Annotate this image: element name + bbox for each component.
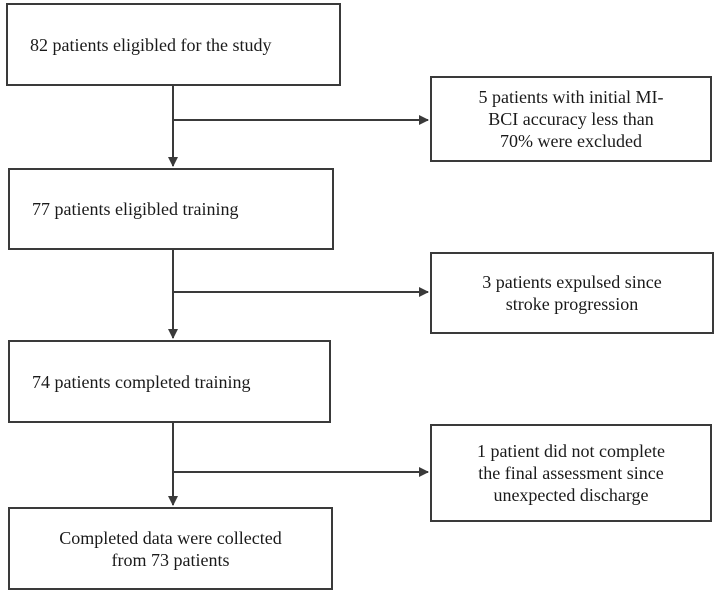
step-box-eligible-training: 77 patients eligibled training [8, 168, 334, 250]
exclusion-text: stroke progression [505, 294, 639, 314]
step-text: 74 patients completed training [32, 371, 251, 392]
exclusion-text: BCI accuracy less than [488, 109, 654, 129]
exclusion-text: 3 patients expulsed since [482, 272, 662, 292]
exclusion-box-accuracy: 5 patients with initial MI- BCI accuracy… [430, 76, 712, 162]
step-box-data-collected: Completed data were collected from 73 pa… [8, 507, 333, 590]
step-text: Completed data were collected [59, 527, 282, 548]
exclusion-box-stroke: 3 patients expulsed since stroke progres… [430, 252, 714, 334]
exclusion-text: 5 patients with initial MI- [478, 87, 664, 107]
exclusion-text: unexpected discharge [493, 485, 649, 505]
step-box-eligible-study: 82 patients eligibled for the study [6, 3, 341, 86]
exclusion-text: 70% were excluded [500, 131, 642, 151]
step-box-completed-training: 74 patients completed training [8, 340, 331, 423]
exclusion-text: 1 patient did not complete [477, 441, 665, 461]
step-text: 77 patients eligibled training [32, 199, 239, 219]
exclusion-box-discharge: 1 patient did not complete the final ass… [430, 424, 712, 522]
step-text: 82 patients eligibled for the study [30, 34, 272, 55]
step-text: from 73 patients [111, 549, 230, 570]
exclusion-text: the final assessment since [478, 463, 664, 483]
